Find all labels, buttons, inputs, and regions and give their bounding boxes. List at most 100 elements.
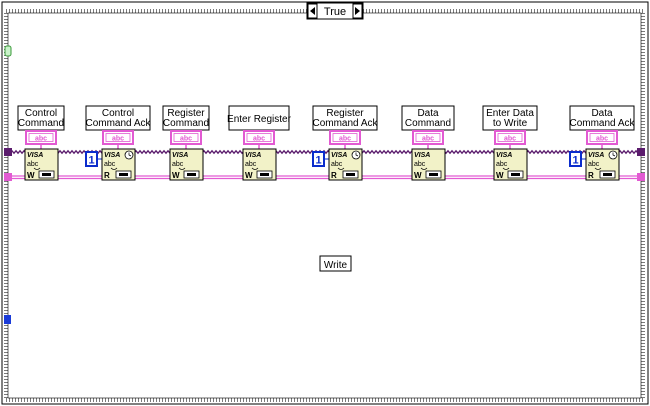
visa-glyph-text: VISA	[104, 152, 120, 159]
step-label-box	[162, 105, 210, 131]
numeric-constant-value: 1	[315, 155, 321, 167]
resource-tunnel-right[interactable]	[637, 148, 645, 156]
byte-count-constant[interactable]: 1	[312, 151, 325, 167]
step-label-line: Command Ack	[85, 118, 151, 129]
io-port-slot	[429, 173, 438, 176]
visa-glyph-text: VISA	[496, 152, 512, 159]
string-constant[interactable]: abc	[494, 130, 526, 145]
visa-arrow-icon	[337, 167, 345, 170]
visa-arrow-icon	[420, 167, 428, 170]
comment-text: Write	[324, 260, 348, 271]
visa-glyph-text: VISA	[27, 152, 43, 159]
step-label-line: Data	[417, 108, 439, 119]
string-constant[interactable]: abc	[102, 130, 134, 145]
step-label[interactable]: Enter Register	[227, 105, 292, 131]
string-constant[interactable]: abc	[243, 130, 275, 145]
string-constant[interactable]: abc	[586, 130, 618, 145]
visa-mode-letter: R	[104, 171, 110, 180]
triangle-right-icon	[355, 7, 360, 15]
triangle-left-icon	[310, 7, 315, 15]
visa-glyph-text: VISA	[331, 152, 347, 159]
visa-mode-letter: W	[245, 171, 253, 180]
error-tunnel-right[interactable]	[637, 173, 645, 181]
step-label-line: to Write	[493, 118, 528, 129]
string-constant-inner	[105, 133, 131, 142]
byte-count-constant[interactable]: 1	[85, 151, 98, 167]
step-label-line: Command Ack	[569, 118, 635, 129]
string-constant-glyph: abc	[253, 136, 265, 143]
string-constant-inner	[28, 133, 54, 142]
visa-string-glyph: abc	[414, 161, 426, 168]
visa-arrow-icon	[178, 167, 186, 170]
string-constant[interactable]: abc	[170, 130, 202, 145]
step-label-line: Register	[167, 108, 205, 119]
visa-arrow-icon	[251, 167, 259, 170]
string-constant-inner	[173, 133, 199, 142]
string-constant-inner	[589, 133, 615, 142]
numeric-tunnel-left[interactable]	[4, 315, 11, 324]
step-label-box	[569, 105, 635, 131]
io-port-slot	[187, 173, 196, 176]
step-label-box	[85, 105, 151, 131]
io-port-slot	[260, 173, 269, 176]
case-selector-label: True	[324, 6, 346, 18]
visa-glyph-text: VISA	[245, 152, 261, 159]
byte-count-constant[interactable]: 1	[569, 151, 582, 167]
case-selector[interactable]: True	[306, 2, 364, 20]
resource-tunnel-left[interactable]	[4, 148, 12, 156]
visa-mode-letter: W	[172, 171, 180, 180]
visa-arrow-icon	[33, 167, 41, 170]
visa-glyph-text: VISA	[588, 152, 604, 159]
case-selector-box	[306, 2, 364, 20]
visa-glyph-text: VISA	[172, 152, 188, 159]
string-constant[interactable]: abc	[25, 130, 57, 145]
clock-hands	[128, 152, 132, 157]
visa-glyph-text: VISA	[414, 152, 430, 159]
string-constant[interactable]: abc	[412, 130, 444, 145]
step-label-line: Command	[405, 118, 451, 129]
visa-string-glyph: abc	[172, 161, 184, 168]
string-constant[interactable]: abc	[329, 130, 361, 145]
string-constant-glyph: abc	[180, 136, 192, 143]
numeric-constant-value: 1	[88, 155, 94, 167]
string-constant-glyph: abc	[422, 136, 434, 143]
string-constant-glyph: abc	[504, 136, 516, 143]
step-label-line: Command	[18, 118, 64, 129]
step-label-line: Control	[102, 108, 134, 119]
write-comment-label[interactable]: Write	[319, 255, 352, 272]
step-label-line: Data	[591, 108, 613, 119]
visa-arrow-icon	[110, 167, 118, 170]
error-tunnel-left[interactable]	[4, 173, 12, 181]
comment-box	[319, 255, 352, 272]
visa-mode-letter: W	[27, 171, 35, 180]
step-label-line: Control	[25, 108, 57, 119]
string-constant-glyph: abc	[339, 136, 351, 143]
string-constant-inner	[332, 133, 358, 142]
tunnel-indicator	[4, 45, 12, 57]
visa-string-glyph: abc	[588, 161, 600, 168]
visa-string-glyph: abc	[104, 161, 116, 168]
